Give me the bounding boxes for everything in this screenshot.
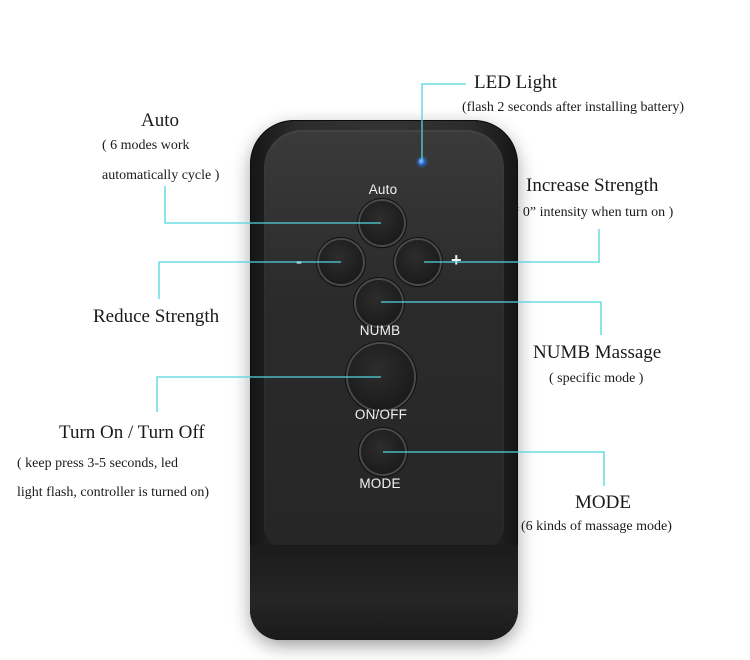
minus-sign: - bbox=[296, 251, 302, 271]
led-indicator bbox=[418, 158, 426, 166]
auto-callout-note-line2: automatically cycle ) bbox=[102, 168, 220, 183]
led-callout-title: LED Light bbox=[474, 72, 557, 93]
remote-base bbox=[250, 545, 518, 640]
power-callout-note-line1: ( keep press 3-5 seconds, led bbox=[17, 456, 178, 471]
power-button[interactable] bbox=[348, 344, 414, 410]
auto-button-label: Auto bbox=[368, 182, 398, 197]
increase-callout-note: ( “ 0” intensity when turn on ) bbox=[505, 205, 674, 220]
mode-callout-note: (6 kinds of massage mode) bbox=[521, 519, 672, 534]
power-callout-title: Turn On / Turn Off bbox=[59, 422, 205, 443]
auto-button[interactable] bbox=[360, 201, 404, 245]
auto-callout-note-line1: ( 6 modes work bbox=[102, 138, 190, 153]
plus-sign: + bbox=[451, 250, 462, 270]
power-button-label: ON/OFF bbox=[354, 407, 408, 422]
mode-button-label: MODE bbox=[359, 476, 401, 491]
increase-callout-title: Increase Strength bbox=[526, 175, 659, 196]
increase-strength-button[interactable] bbox=[396, 240, 440, 284]
led-callout-note: (flash 2 seconds after installing batter… bbox=[462, 100, 684, 115]
numb-callout-note: ( specific mode ) bbox=[549, 371, 644, 386]
numb-button-label: NUMB bbox=[359, 323, 401, 338]
reduce-callout-title: Reduce Strength bbox=[93, 306, 220, 327]
mode-callout-title: MODE bbox=[575, 492, 631, 513]
numb-callout-title: NUMB Massage bbox=[533, 342, 662, 363]
mode-button[interactable] bbox=[361, 430, 405, 474]
reduce-strength-button[interactable] bbox=[319, 240, 363, 284]
auto-callout-title: Auto bbox=[141, 110, 179, 131]
numb-button[interactable] bbox=[356, 280, 402, 326]
power-callout-note-line2: light flash, controller is turned on) bbox=[17, 485, 210, 500]
